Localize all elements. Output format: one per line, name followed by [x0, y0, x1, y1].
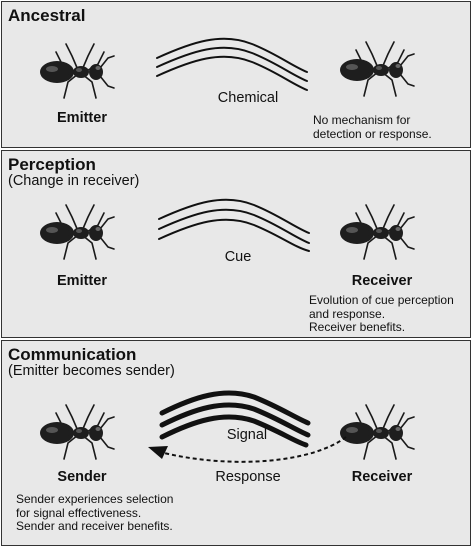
receiver-label: Receiver [351, 273, 413, 289]
signal-label: Signal [226, 427, 268, 443]
chemical-label: Chemical [217, 90, 279, 106]
emitter-ant-icon [39, 43, 115, 99]
dashed-arrow-icon [148, 436, 347, 463]
emitter-ant-icon [39, 204, 115, 260]
response-label: Response [215, 469, 281, 485]
ancestral-ant-icon [339, 41, 415, 97]
panel-ancestral: Ancestral Emitter Chemical No mechanism … [1, 1, 471, 148]
ancestral-note: No mechanism for detection or response. [313, 113, 432, 141]
perception-note: Evolution of cue perception and response… [309, 293, 454, 334]
communication-note: Sender experiences selection for signal … [16, 492, 174, 533]
sender-label: Sender [57, 469, 107, 485]
cue-label: Cue [224, 249, 252, 265]
receiver-label: Receiver [351, 469, 413, 485]
sender-ant-icon [39, 404, 115, 460]
panel-title: Perception [8, 155, 96, 174]
panel-subtitle: (Change in receiver) [8, 173, 140, 189]
emitter-label: Emitter [57, 273, 107, 289]
signal-waves-icon [159, 390, 311, 448]
receiver-ant-icon [339, 204, 415, 260]
panel-title: Ancestral [8, 6, 86, 25]
panel-subtitle: (Emitter becomes sender) [8, 363, 175, 379]
cue-waves-icon [158, 198, 310, 252]
panel-title: Communication [8, 345, 137, 364]
scent-waves-icon [156, 37, 308, 91]
emitter-label: Emitter [57, 110, 107, 126]
panel-communication: Communication (Emitter becomes sender) S… [1, 340, 471, 546]
panel-perception: Perception (Change in receiver) Emitter … [1, 150, 471, 338]
